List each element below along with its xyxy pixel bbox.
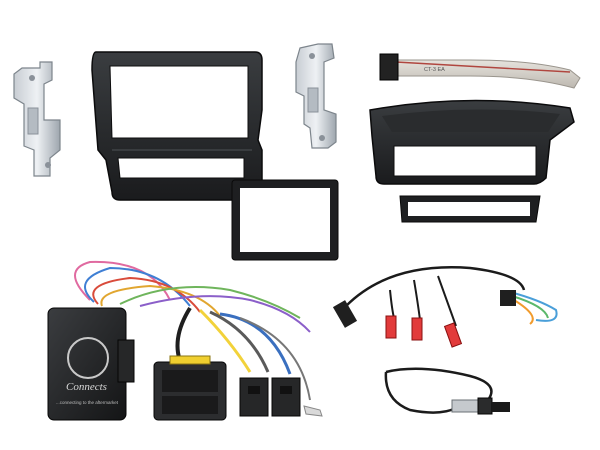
- ribbon-cable-label: CT-3 EA: [424, 67, 445, 73]
- patch-lead-with-jack: [332, 266, 558, 348]
- single-din-pocket-fascia: [369, 99, 575, 185]
- quadlock-connector: [153, 355, 227, 421]
- interface-brand: Connects: [66, 381, 107, 393]
- double-din-fascia: [91, 51, 263, 201]
- steering-control-interface: Connects ...connecting to the aftermarke…: [47, 307, 135, 421]
- left-bracket: [13, 61, 61, 177]
- right-bracket: [295, 43, 337, 149]
- antenna-adapter: [384, 367, 510, 415]
- ribbon-cable: CT-3 EA: [379, 53, 581, 89]
- double-din-cage-trim: [231, 179, 339, 261]
- iso-connectors: [239, 377, 323, 417]
- single-din-cage-trim: [399, 195, 541, 223]
- interface-tagline: ...connecting to the aftermarket: [56, 400, 119, 405]
